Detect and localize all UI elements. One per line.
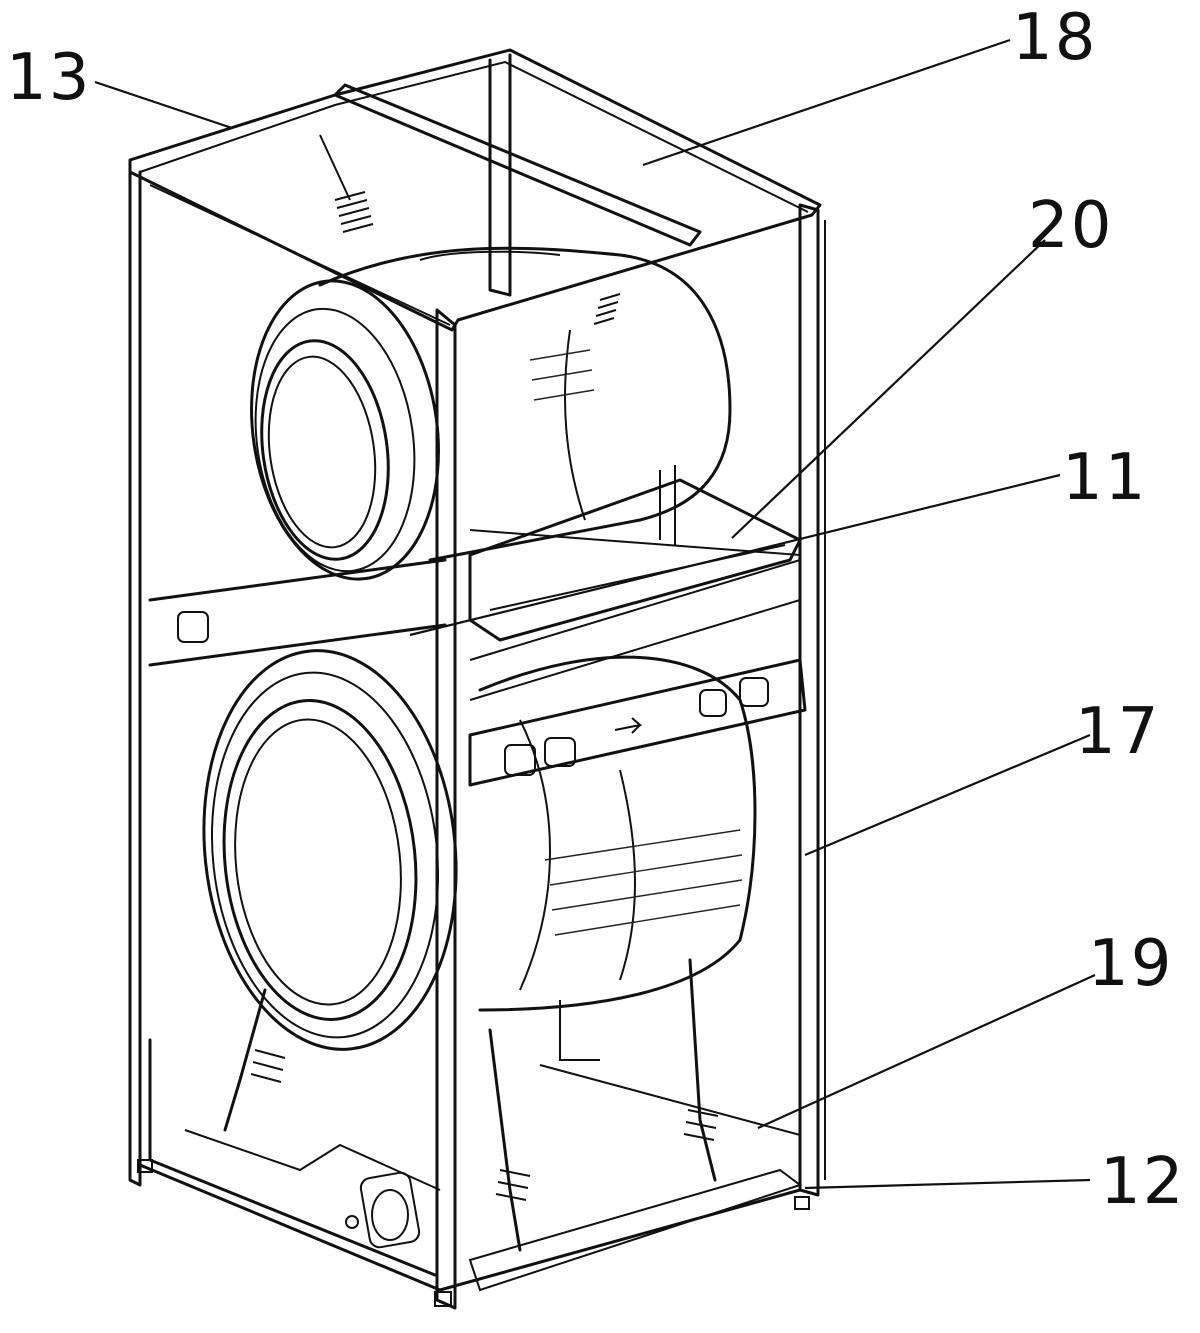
leader-lines xyxy=(94,38,1096,1190)
leader-19 xyxy=(757,973,1096,1130)
leader-13 xyxy=(94,80,233,130)
base-details xyxy=(137,1159,810,1307)
cabinet-frame xyxy=(128,48,826,1310)
label-13: 13 xyxy=(6,41,92,115)
upper-drum xyxy=(250,134,732,581)
label-20: 20 xyxy=(1028,189,1114,263)
leader-11 xyxy=(409,473,1061,637)
label-19: 19 xyxy=(1088,927,1174,1001)
label-11: 11 xyxy=(1062,441,1148,515)
leader-20 xyxy=(731,239,1046,539)
label-12: 12 xyxy=(1100,1145,1186,1219)
lower-drum xyxy=(202,649,757,1252)
leader-12 xyxy=(804,1178,1091,1190)
label-18: 18 xyxy=(1012,1,1098,75)
label-17: 17 xyxy=(1075,695,1161,769)
leader-17 xyxy=(804,733,1091,857)
leader-18 xyxy=(642,38,1011,167)
